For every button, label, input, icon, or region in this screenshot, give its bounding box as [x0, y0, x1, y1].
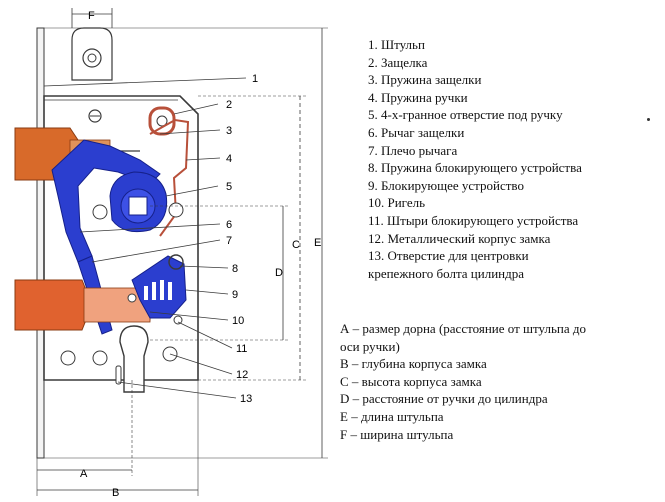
- locking-device-slot-3: [160, 280, 164, 300]
- dimension-note: D – расстояние от ручки до цилиндра: [340, 391, 548, 407]
- leader-9: [185, 289, 229, 295]
- callout-leaders: [43, 77, 247, 399]
- case-screw-left: [92, 204, 108, 220]
- dim-E-label: E: [314, 237, 321, 249]
- legend-item: 6. Рычаг защелки: [368, 124, 465, 140]
- leader-1: [43, 77, 247, 87]
- dim-D-label: D: [275, 267, 283, 279]
- dimension-note: Е – длина штульпа: [340, 408, 444, 424]
- callout-2: 2: [226, 99, 232, 111]
- locking-pin-left: [127, 293, 137, 303]
- leader-6: [79, 223, 221, 233]
- case-screw-bottom-left: [60, 350, 76, 366]
- callout-7: 7: [226, 235, 232, 247]
- leader-5: [165, 185, 219, 197]
- callout-4: 4: [226, 153, 232, 165]
- legend-item: 11. Штыри блокирующего устройства: [368, 212, 579, 228]
- dim-F-label: F: [88, 10, 95, 22]
- legend-item: 3. Пружина защелки: [368, 72, 482, 88]
- callout-10: 10: [232, 315, 244, 327]
- dim-C-label: C: [292, 239, 300, 251]
- legend-item: 9. Блокирующее устройство: [368, 177, 524, 193]
- leader-8: [179, 265, 229, 269]
- centering-hole: [115, 365, 122, 385]
- leader-12: [169, 353, 233, 375]
- callout-13: 13: [240, 393, 252, 405]
- locking-device-slot-1: [144, 286, 148, 300]
- legend-item: 5. 4-х-гранное отверстие под ручку: [368, 107, 563, 123]
- callout-9: 9: [232, 289, 238, 301]
- callout-3: 3: [226, 125, 232, 137]
- leader-11: [177, 321, 233, 349]
- legend-item-continuation: крепежного болта цилиндра: [368, 265, 524, 281]
- dimension-note: В – глубина корпуса замка: [340, 356, 487, 372]
- square-spindle-hole: [128, 196, 148, 216]
- locking-device-slot-2: [152, 282, 156, 300]
- dimension-legend: А – размер дорна (расстояние от штульпа …: [340, 320, 660, 443]
- top-mounting-hole-inner: [87, 53, 97, 63]
- callout-5: 5: [226, 181, 232, 193]
- stray-dot: [647, 118, 650, 121]
- faceplate: [36, 27, 45, 459]
- callout-11: 11: [236, 343, 247, 355]
- legend-item: 1. Штульп: [368, 37, 425, 52]
- legend-item: 7. Плечо рычага: [368, 142, 458, 158]
- callout-12: 12: [236, 369, 248, 381]
- dim-B-label: B: [112, 487, 119, 499]
- dim-A-label: A: [80, 468, 88, 480]
- legend-item: 2. Защелка: [368, 54, 428, 70]
- latch-spring-pin: [156, 115, 168, 127]
- parts-legend: 1. Штульп 2. Защелка 3. Пружина защелки …: [368, 36, 658, 282]
- leader-10: [149, 311, 229, 321]
- case-screw-bottom-mid: [92, 350, 108, 366]
- dimension-note: С – высота корпуса замка: [340, 373, 482, 389]
- lock-mechanism-diagram: F A B C D E 1 2 3 4 5 6 7 8 9: [14, 8, 328, 499]
- legend-item: 12. Металлический корпус замка: [368, 230, 551, 246]
- legend-item: 10. Ригель: [368, 195, 426, 211]
- dimension-note: F – ширина штульпа: [340, 426, 454, 442]
- callout-8: 8: [232, 263, 238, 275]
- case-screw-right: [168, 202, 184, 218]
- locking-device-spring: [168, 254, 184, 270]
- legend-item: 4. Пружина ручки: [368, 89, 468, 105]
- callout-6: 6: [226, 219, 232, 231]
- leader-7: [91, 239, 221, 263]
- dimension-note-continuation: оси ручки): [340, 338, 400, 354]
- legend-item: 8. Пружина блокирующего устройства: [368, 160, 582, 176]
- leader-13: [117, 381, 237, 399]
- locking-device-slot-4: [168, 282, 172, 300]
- leader-3: [159, 129, 221, 135]
- legend-item: 13. Отверстие для центровки: [368, 248, 529, 264]
- leader-4: [185, 157, 221, 161]
- cylinder-hole: [119, 325, 149, 393]
- locking-pin-right: [173, 315, 183, 325]
- leader-2: [173, 103, 219, 115]
- latch-lever: [51, 139, 161, 263]
- callout-1: 1: [252, 73, 258, 85]
- dimension-note: А – размер дорна (расстояние от штульпа …: [340, 321, 586, 336]
